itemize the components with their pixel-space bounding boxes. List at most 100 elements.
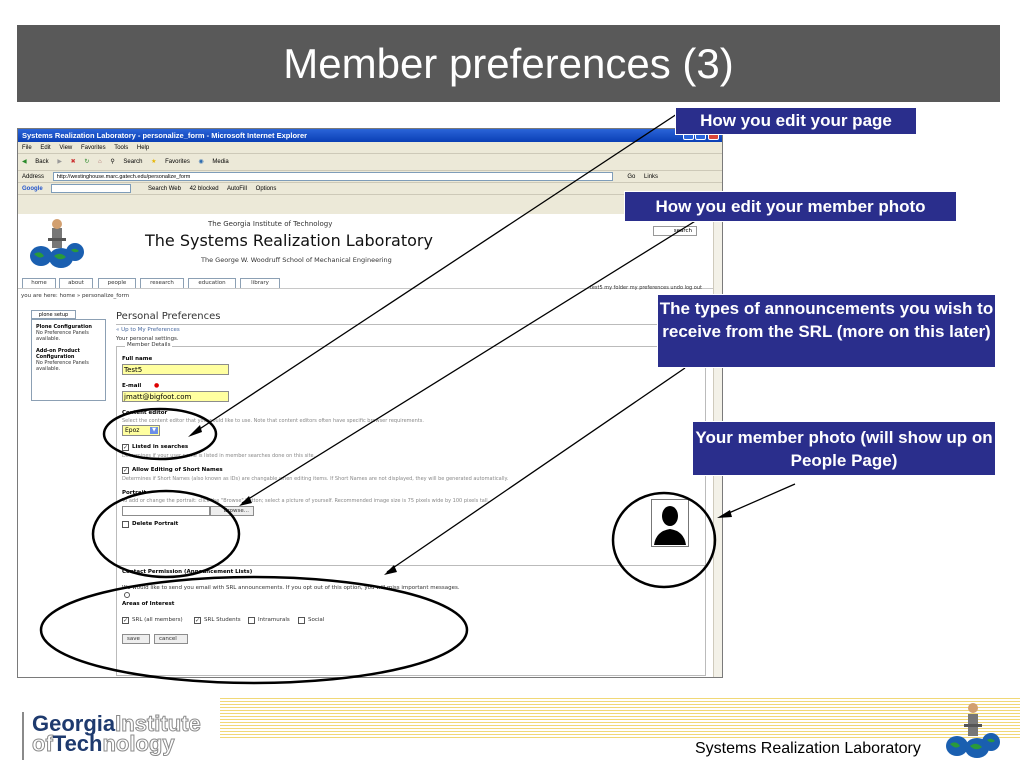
up-link[interactable]: « Up to My Preferences xyxy=(116,327,180,333)
menu-file[interactable]: File xyxy=(22,145,32,151)
google-search-input[interactable] xyxy=(51,183,132,193)
favorites-button[interactable]: Favorites xyxy=(165,159,190,165)
gt-divider xyxy=(22,712,24,760)
back-button[interactable]: Back xyxy=(35,159,49,165)
media-button[interactable]: Media xyxy=(212,159,229,165)
lab-name: The Systems Realization Laboratory xyxy=(145,231,433,250)
callout-announcements: The types of announcements you wish to r… xyxy=(657,294,996,368)
nav-about[interactable]: about xyxy=(59,278,93,288)
content-editor-select[interactable]: Epoz ▼ xyxy=(122,425,160,436)
media-icon: ◉ xyxy=(198,159,204,165)
preferences-form: Personal Preferences « Up to My Preferen… xyxy=(116,311,714,676)
contact-label: Contact Permission (Announcement Lists) xyxy=(122,569,253,575)
go-button[interactable]: Go xyxy=(627,174,636,180)
menu-help[interactable]: Help xyxy=(136,145,150,151)
plone-setup-tab[interactable]: plone setup xyxy=(31,310,76,319)
contact-help: We would like to send you email with SRL… xyxy=(122,585,460,591)
gt-georgia: Georgia xyxy=(32,711,116,736)
callout-edit-page: How you edit your page xyxy=(675,107,917,135)
portrait-help: To add or change the portrait: click the… xyxy=(122,498,490,504)
cancel-button[interactable]: cancel xyxy=(154,634,188,644)
popups-blocked[interactable]: 42 blocked xyxy=(189,186,219,192)
sidebar-item-addon-config[interactable]: Add-on Product Configuration xyxy=(36,348,80,360)
menu-edit[interactable]: Edit xyxy=(40,145,51,151)
search-button[interactable]: Search xyxy=(123,159,143,165)
browser-title-bar: Systems Realization Laboratory - persona… xyxy=(18,129,722,142)
srl-logo-icon xyxy=(30,219,84,268)
interest-srl-all-checkbox[interactable]: ✓ xyxy=(122,617,129,624)
breadcrumb[interactable]: you are here: home » personalize_form xyxy=(21,293,130,299)
gt-of: of xyxy=(32,731,54,756)
home-icon[interactable]: ⌂ xyxy=(98,159,102,165)
fullname-label: Full name xyxy=(122,356,153,362)
menu-favorites[interactable]: Favorites xyxy=(80,145,106,151)
links-label[interactable]: Links xyxy=(644,174,659,180)
browse-button[interactable]: Browse... xyxy=(210,506,254,516)
delete-portrait-label: Delete Portrait xyxy=(132,521,179,527)
member-photo xyxy=(651,499,689,547)
address-bar: Address http://westinghouse.marc.gatech.… xyxy=(18,171,722,183)
menu-view[interactable]: View xyxy=(59,145,73,151)
footer-srl-name: Systems Realization Laboratory xyxy=(695,740,921,757)
site-search-button[interactable]: search xyxy=(653,226,697,236)
sidebar-portlet: Plone Configuration No Preference Panels… xyxy=(31,319,106,401)
forward-icon[interactable]: ▶ xyxy=(57,159,62,165)
content-editor-help: Select the content editor that you would… xyxy=(122,418,424,424)
autofill-button[interactable]: AutoFill xyxy=(226,186,247,192)
gt-institute: Institute xyxy=(115,711,202,736)
nav-library[interactable]: library xyxy=(240,278,280,288)
chevron-down-icon[interactable]: ▼ xyxy=(150,427,158,434)
gt-nology: nology xyxy=(102,731,175,756)
footer-stripes xyxy=(220,698,1020,738)
sidebar-item-plone-config[interactable]: Plone Configuration xyxy=(36,324,92,330)
favorites-icon: ★ xyxy=(151,159,157,165)
required-icon: ● xyxy=(154,382,160,389)
fullname-input[interactable]: Test5 xyxy=(122,364,229,375)
nav-education[interactable]: education xyxy=(188,278,236,288)
interest-srl-all-label: SRL (all members) xyxy=(132,617,183,623)
delete-portrait-checkbox[interactable] xyxy=(122,521,129,528)
page-title: Personal Preferences xyxy=(116,311,714,325)
content-editor-label: Content editor xyxy=(122,410,168,416)
fieldset-legend: Member Details xyxy=(125,342,173,348)
email-label: E-mail xyxy=(122,383,142,389)
back-icon[interactable]: ◀ xyxy=(22,159,27,165)
google-search-web[interactable]: Search Web xyxy=(148,186,181,192)
save-button[interactable]: save xyxy=(122,634,150,644)
menu-tools[interactable]: Tools xyxy=(114,145,129,151)
stop-icon[interactable]: ✖ xyxy=(70,159,76,165)
interest-intramurals-checkbox[interactable] xyxy=(248,617,255,624)
window-title: Systems Realization Laboratory - persona… xyxy=(22,131,308,140)
nav-home[interactable]: home xyxy=(22,278,56,288)
sidebar-item-desc: No Preference Panels available. xyxy=(36,360,89,372)
interest-social-label: Social xyxy=(308,617,325,623)
user-links[interactable]: test5 my folder my preferences undo log … xyxy=(589,285,702,291)
web-page: The Georgia Institute of Technology The … xyxy=(18,214,714,677)
interest-social-checkbox[interactable] xyxy=(298,617,305,624)
member-details-fieldset: Member Details Full name Test5 E-mail ● … xyxy=(116,342,706,676)
srl-footer-logo-icon xyxy=(946,703,1000,758)
gt-tech: Tech xyxy=(52,731,103,756)
interest-srl-students-checkbox[interactable]: ✓ xyxy=(194,617,201,624)
nav-research[interactable]: research xyxy=(140,278,184,288)
browser-window: Systems Realization Laboratory - persona… xyxy=(17,128,723,678)
google-logo: Google xyxy=(22,186,43,192)
gt-logo: GeorgiaInstitute ofTechnology xyxy=(22,711,202,756)
interest-intramurals-label: Intramurals xyxy=(258,617,290,623)
email-input[interactable]: jmatt@bigfoot.com xyxy=(122,391,229,402)
divider xyxy=(117,565,705,566)
nav-people[interactable]: people xyxy=(98,278,136,288)
address-input[interactable]: http://westinghouse.marc.gatech.edu/pers… xyxy=(52,171,613,181)
sidebar-item-desc: No Preference Panels available. xyxy=(36,330,89,342)
listed-checkbox[interactable]: ✓ xyxy=(122,444,129,451)
refresh-icon[interactable]: ↻ xyxy=(84,159,90,165)
contact-radio[interactable] xyxy=(124,592,130,598)
slide-title: Member preferences (3) xyxy=(17,25,1000,102)
site-header: The Georgia Institute of Technology The … xyxy=(18,214,714,289)
portrait-file-input[interactable] xyxy=(122,506,210,516)
shortnames-checkbox[interactable]: ✓ xyxy=(122,467,129,474)
address-label: Address xyxy=(22,174,45,180)
listed-help: Determines if your user name is listed i… xyxy=(122,453,316,459)
options-button[interactable]: Options xyxy=(255,186,277,192)
institute-name: The Georgia Institute of Technology xyxy=(208,220,333,228)
